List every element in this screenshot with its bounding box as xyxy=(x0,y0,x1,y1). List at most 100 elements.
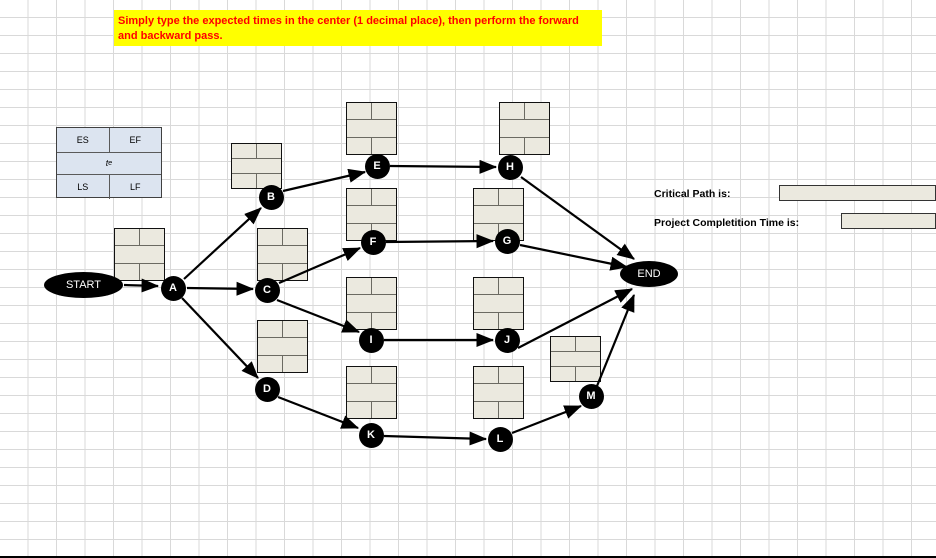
cell-ls-k[interactable] xyxy=(347,401,372,418)
activity-box-e xyxy=(346,102,397,155)
cell-ls-d[interactable] xyxy=(258,355,283,372)
cell-te-e[interactable] xyxy=(347,120,396,136)
cell-te-d[interactable] xyxy=(258,338,307,354)
cell-ls-h[interactable] xyxy=(500,137,525,154)
cell-es-l[interactable] xyxy=(474,367,499,384)
cell-te-i[interactable] xyxy=(347,295,396,311)
box-row-early xyxy=(551,337,600,352)
legend-row-early: ES EF xyxy=(57,128,161,152)
cell-es-a[interactable] xyxy=(115,229,140,246)
cell-ef-d[interactable] xyxy=(283,321,307,337)
cell-ef-e[interactable] xyxy=(372,103,396,119)
cell-ls-i[interactable] xyxy=(347,312,372,329)
cell-lf-h[interactable] xyxy=(525,138,549,154)
box-row-duration xyxy=(474,384,523,400)
node-b[interactable]: B xyxy=(258,184,284,210)
cell-ls-l[interactable] xyxy=(474,401,499,418)
cell-te-a[interactable] xyxy=(115,246,164,262)
node-k[interactable]: K xyxy=(358,422,384,448)
cell-lf-e[interactable] xyxy=(372,138,396,154)
cell-ef-a[interactable] xyxy=(140,229,164,245)
cell-lf-c[interactable] xyxy=(283,264,307,280)
cell-es-c[interactable] xyxy=(258,229,283,246)
cell-te-k[interactable] xyxy=(347,384,396,400)
node-start[interactable]: START xyxy=(44,272,123,298)
cell-te-m[interactable] xyxy=(551,352,600,366)
node-d[interactable]: D xyxy=(254,376,280,402)
cell-ef-b[interactable] xyxy=(257,144,281,158)
box-row-duration xyxy=(347,120,396,136)
node-end[interactable]: END xyxy=(620,261,678,287)
cell-ef-f[interactable] xyxy=(372,189,396,205)
box-row-duration xyxy=(347,384,396,400)
node-i[interactable]: I xyxy=(358,327,384,353)
cell-lf-j[interactable] xyxy=(499,313,523,329)
edge-a-c xyxy=(186,281,255,296)
node-g[interactable]: G xyxy=(494,228,520,254)
cell-te-b[interactable] xyxy=(232,159,281,173)
cell-ls-e[interactable] xyxy=(347,137,372,154)
completion-time-input[interactable] xyxy=(841,213,936,229)
cell-ls-b[interactable] xyxy=(232,174,257,188)
cell-es-g[interactable] xyxy=(474,189,499,206)
cell-lf-l[interactable] xyxy=(499,402,523,418)
cell-ef-m[interactable] xyxy=(576,337,600,351)
cell-ef-h[interactable] xyxy=(525,103,549,119)
cell-lf-m[interactable] xyxy=(576,367,600,381)
cell-es-e[interactable] xyxy=(347,103,372,120)
node-a[interactable]: A xyxy=(160,275,186,301)
box-row-early xyxy=(500,103,549,121)
cell-es-f[interactable] xyxy=(347,189,372,206)
box-row-late xyxy=(347,400,396,418)
edge-m-end xyxy=(595,293,636,387)
cell-te-l[interactable] xyxy=(474,384,523,400)
cell-es-j[interactable] xyxy=(474,278,499,295)
box-row-duration xyxy=(474,206,523,222)
cell-lf-i[interactable] xyxy=(372,313,396,329)
box-row-late xyxy=(474,400,523,418)
cell-ls-a[interactable] xyxy=(115,263,140,280)
activity-box-d xyxy=(257,320,308,373)
node-l[interactable]: L xyxy=(487,426,513,452)
box-row-early xyxy=(258,321,307,339)
cell-ef-l[interactable] xyxy=(499,367,523,383)
cell-te-c[interactable] xyxy=(258,246,307,262)
cell-ef-g[interactable] xyxy=(499,189,523,205)
box-row-late xyxy=(347,311,396,329)
activity-box-b xyxy=(231,143,282,189)
cell-lf-a[interactable] xyxy=(140,264,164,280)
cell-es-m[interactable] xyxy=(551,337,576,351)
cell-lf-d[interactable] xyxy=(283,356,307,372)
cell-es-i[interactable] xyxy=(347,278,372,295)
cell-es-b[interactable] xyxy=(232,144,257,158)
edge-f-g xyxy=(385,234,495,249)
activity-box-k xyxy=(346,366,397,419)
cell-te-h[interactable] xyxy=(500,120,549,136)
edge-start-a xyxy=(123,278,160,293)
cell-es-d[interactable] xyxy=(258,321,283,338)
cell-ef-i[interactable] xyxy=(372,278,396,294)
node-j[interactable]: J xyxy=(494,327,520,353)
cell-ef-c[interactable] xyxy=(283,229,307,245)
box-row-early xyxy=(347,103,396,121)
node-f[interactable]: F xyxy=(360,229,386,255)
node-h[interactable]: H xyxy=(497,154,523,180)
critical-path-input[interactable] xyxy=(779,185,936,201)
grid-bottom-border xyxy=(0,556,936,558)
cell-ls-m[interactable] xyxy=(551,367,576,381)
box-row-duration xyxy=(258,338,307,354)
cell-es-k[interactable] xyxy=(347,367,372,384)
cell-ef-k[interactable] xyxy=(372,367,396,383)
cell-te-j[interactable] xyxy=(474,295,523,311)
node-c[interactable]: C xyxy=(254,277,280,303)
activity-box-j xyxy=(473,277,524,330)
cell-te-g[interactable] xyxy=(474,206,523,222)
cell-es-h[interactable] xyxy=(500,103,525,120)
node-e[interactable]: E xyxy=(364,153,390,179)
cell-lf-k[interactable] xyxy=(372,402,396,418)
cell-ef-j[interactable] xyxy=(499,278,523,294)
cell-ls-j[interactable] xyxy=(474,312,499,329)
node-m[interactable]: M xyxy=(578,383,604,409)
cell-te-f[interactable] xyxy=(347,206,396,222)
